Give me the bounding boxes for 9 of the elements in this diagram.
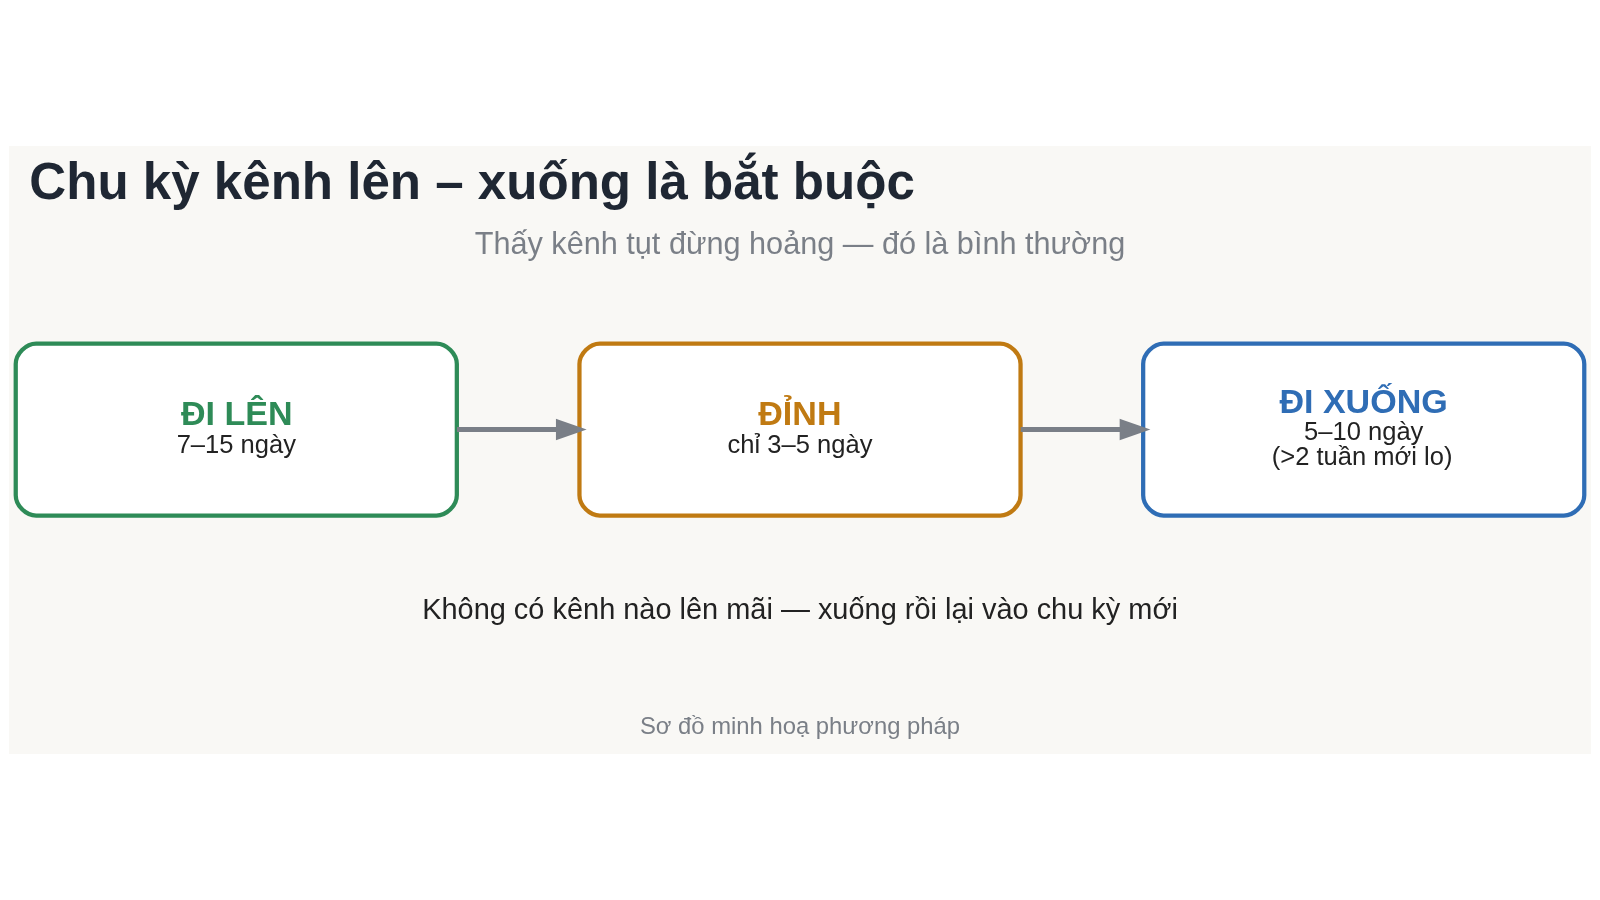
arrow xyxy=(1020,418,1151,441)
label: Thấy kênh tụt đừng hoảng — đó là bình thường xyxy=(474,225,1126,260)
label: Không có kênh nào lên mãi — xuống rồi lại vào chu kỳ mới xyxy=(422,592,1178,625)
label: Sơ đồ minh hoạ phương pháp xyxy=(639,711,961,739)
arrow xyxy=(457,418,587,441)
node-box: ĐI LÊN 7–15 ngày xyxy=(13,341,459,518)
node-box: ĐI XUỐNG 5–10 ngày (>2 tuần mới lo) xyxy=(1141,341,1587,518)
node-box: ĐỈNH chỉ 3–5 ngày xyxy=(577,341,1023,518)
diagram-title: Chu kỳ kênh lên – xuống là bắt buộc xyxy=(29,152,915,210)
